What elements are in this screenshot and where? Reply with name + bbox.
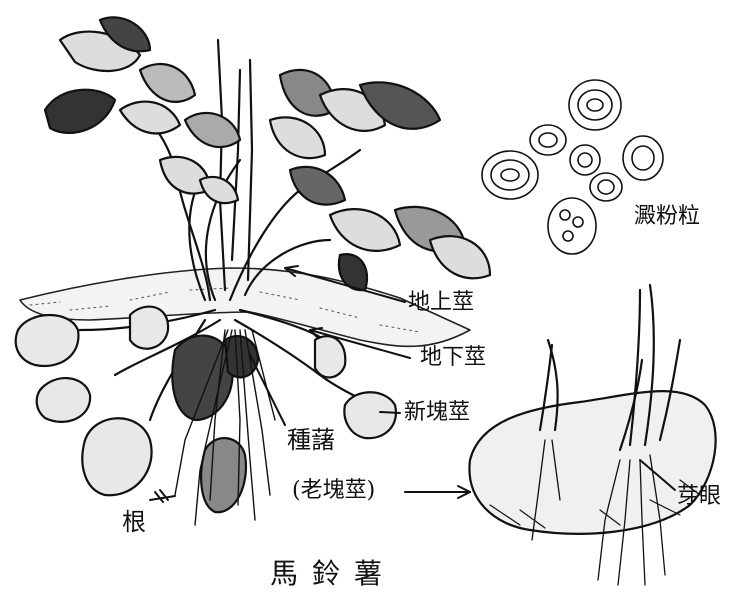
diagram-title: 馬鈴薯 [270,552,396,592]
seed-tuber-sublabel: (老塊莖) [292,480,375,502]
new-tuber-label: 新塊莖 [404,402,470,424]
soil-layer [20,268,470,346]
root-label: 根 [122,510,146,534]
eye-bud-label: 芽眼 [677,486,721,508]
underground-stem-label: 地下莖 [420,347,486,369]
leaves [45,17,490,290]
starch-grains-label: 澱粉粒 [634,206,700,228]
seed-tuber-label: 種藷 [287,428,335,452]
aerial-stem-label: 地上莖 [408,292,474,314]
